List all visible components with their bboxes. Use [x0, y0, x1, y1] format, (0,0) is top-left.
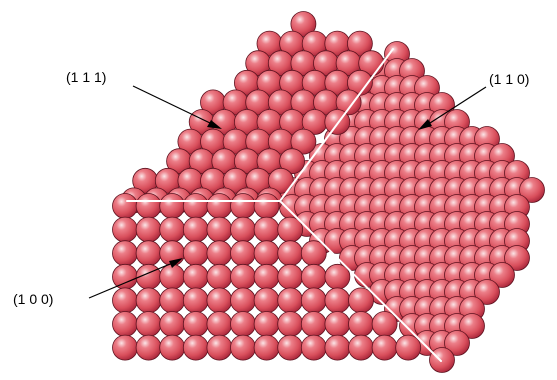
atom-sphere	[230, 311, 256, 337]
atom-sphere	[135, 240, 162, 267]
atom-sphere	[459, 313, 485, 339]
atom-sphere	[230, 287, 256, 314]
atom-sphere	[182, 334, 209, 361]
atom-sphere	[253, 193, 280, 219]
atom-sphere	[290, 128, 317, 155]
atom-sphere	[159, 216, 186, 243]
atom-sphere	[277, 263, 304, 290]
atom-sphere	[253, 287, 280, 314]
atom-sphere	[324, 311, 351, 337]
atom-sphere	[504, 245, 530, 271]
atom-sphere	[135, 287, 162, 314]
atom-sphere	[135, 334, 162, 361]
atom-sphere	[206, 263, 233, 290]
atom-sphere	[112, 193, 138, 219]
atom-sphere	[182, 311, 209, 337]
label-face-100: (1 0 0)	[13, 291, 54, 307]
atom-sphere	[230, 240, 256, 267]
atom-sphere	[112, 240, 138, 267]
leader-line-111	[132, 85, 211, 124]
atom-sphere	[206, 334, 233, 361]
atom-sphere	[371, 311, 398, 337]
atom-sphere	[277, 311, 304, 337]
leader-line-100	[88, 263, 171, 299]
atom-sphere	[324, 334, 351, 361]
atom-sphere	[206, 287, 233, 314]
arrowhead-111	[207, 120, 222, 129]
atom-sphere	[135, 193, 162, 219]
atom-sphere	[300, 263, 327, 290]
atom-sphere	[300, 287, 327, 314]
atom-sphere	[253, 311, 280, 337]
atom-sphere	[300, 311, 327, 337]
atom-sphere	[474, 279, 500, 305]
atom-sphere	[277, 287, 304, 314]
atom-sphere	[346, 69, 373, 96]
atom-sphere	[253, 263, 280, 290]
atom-sphere	[159, 334, 186, 361]
atom-sphere	[135, 216, 162, 243]
arrowhead-100	[169, 258, 183, 268]
atom-sphere	[135, 311, 162, 337]
atom-sphere	[395, 334, 422, 361]
label-face-110: (1 1 0)	[489, 71, 530, 87]
atom-sphere	[182, 240, 209, 267]
atom-sphere	[112, 311, 138, 337]
atom-sphere	[206, 216, 233, 243]
atom-lattice	[112, 11, 545, 373]
edge-line-lower	[279, 200, 442, 362]
atom-sphere	[182, 263, 209, 290]
atom-sphere	[230, 263, 256, 290]
atom-sphere	[348, 334, 374, 361]
atom-sphere	[348, 287, 374, 314]
atom-sphere	[230, 216, 256, 243]
atom-sphere	[290, 11, 317, 37]
atom-sphere	[429, 347, 455, 373]
atom-sphere	[159, 287, 186, 314]
atom-sphere	[112, 216, 138, 243]
atom-sphere	[300, 334, 327, 361]
atom-sphere	[206, 193, 233, 219]
atom-sphere	[277, 334, 304, 361]
edge-line-upper	[279, 48, 394, 202]
atom-sphere	[159, 193, 186, 219]
label-face-111: (1 1 1)	[66, 69, 107, 85]
atom-sphere	[230, 193, 256, 219]
arrowhead-110	[418, 119, 432, 130]
leader-line-110	[429, 86, 487, 124]
atom-sphere	[182, 216, 209, 243]
atom-sphere	[253, 334, 280, 361]
atom-sphere	[335, 89, 362, 116]
crystal-edges	[126, 48, 442, 362]
atom-sphere	[230, 334, 256, 361]
atom-sphere	[253, 216, 280, 243]
atom-sphere	[348, 311, 374, 337]
atom-sphere	[206, 240, 233, 267]
atom-sphere	[444, 330, 470, 356]
atom-sphere	[277, 240, 304, 267]
atom-sphere	[253, 240, 280, 267]
atom-sphere	[346, 30, 373, 57]
atom-sphere	[267, 167, 294, 194]
atom-sphere	[371, 334, 398, 361]
atom-sphere	[324, 287, 351, 314]
atom-sphere	[206, 311, 233, 337]
atom-sphere	[159, 263, 186, 290]
atom-sphere	[112, 263, 138, 290]
atom-sphere	[182, 287, 209, 314]
atom-sphere	[182, 193, 209, 219]
atom-sphere	[112, 334, 138, 361]
atom-sphere	[279, 148, 306, 175]
atom-sphere	[112, 287, 138, 314]
atom-sphere	[519, 177, 545, 203]
atom-sphere	[159, 311, 186, 337]
leader-lines	[88, 85, 487, 299]
atom-sphere	[489, 262, 515, 288]
